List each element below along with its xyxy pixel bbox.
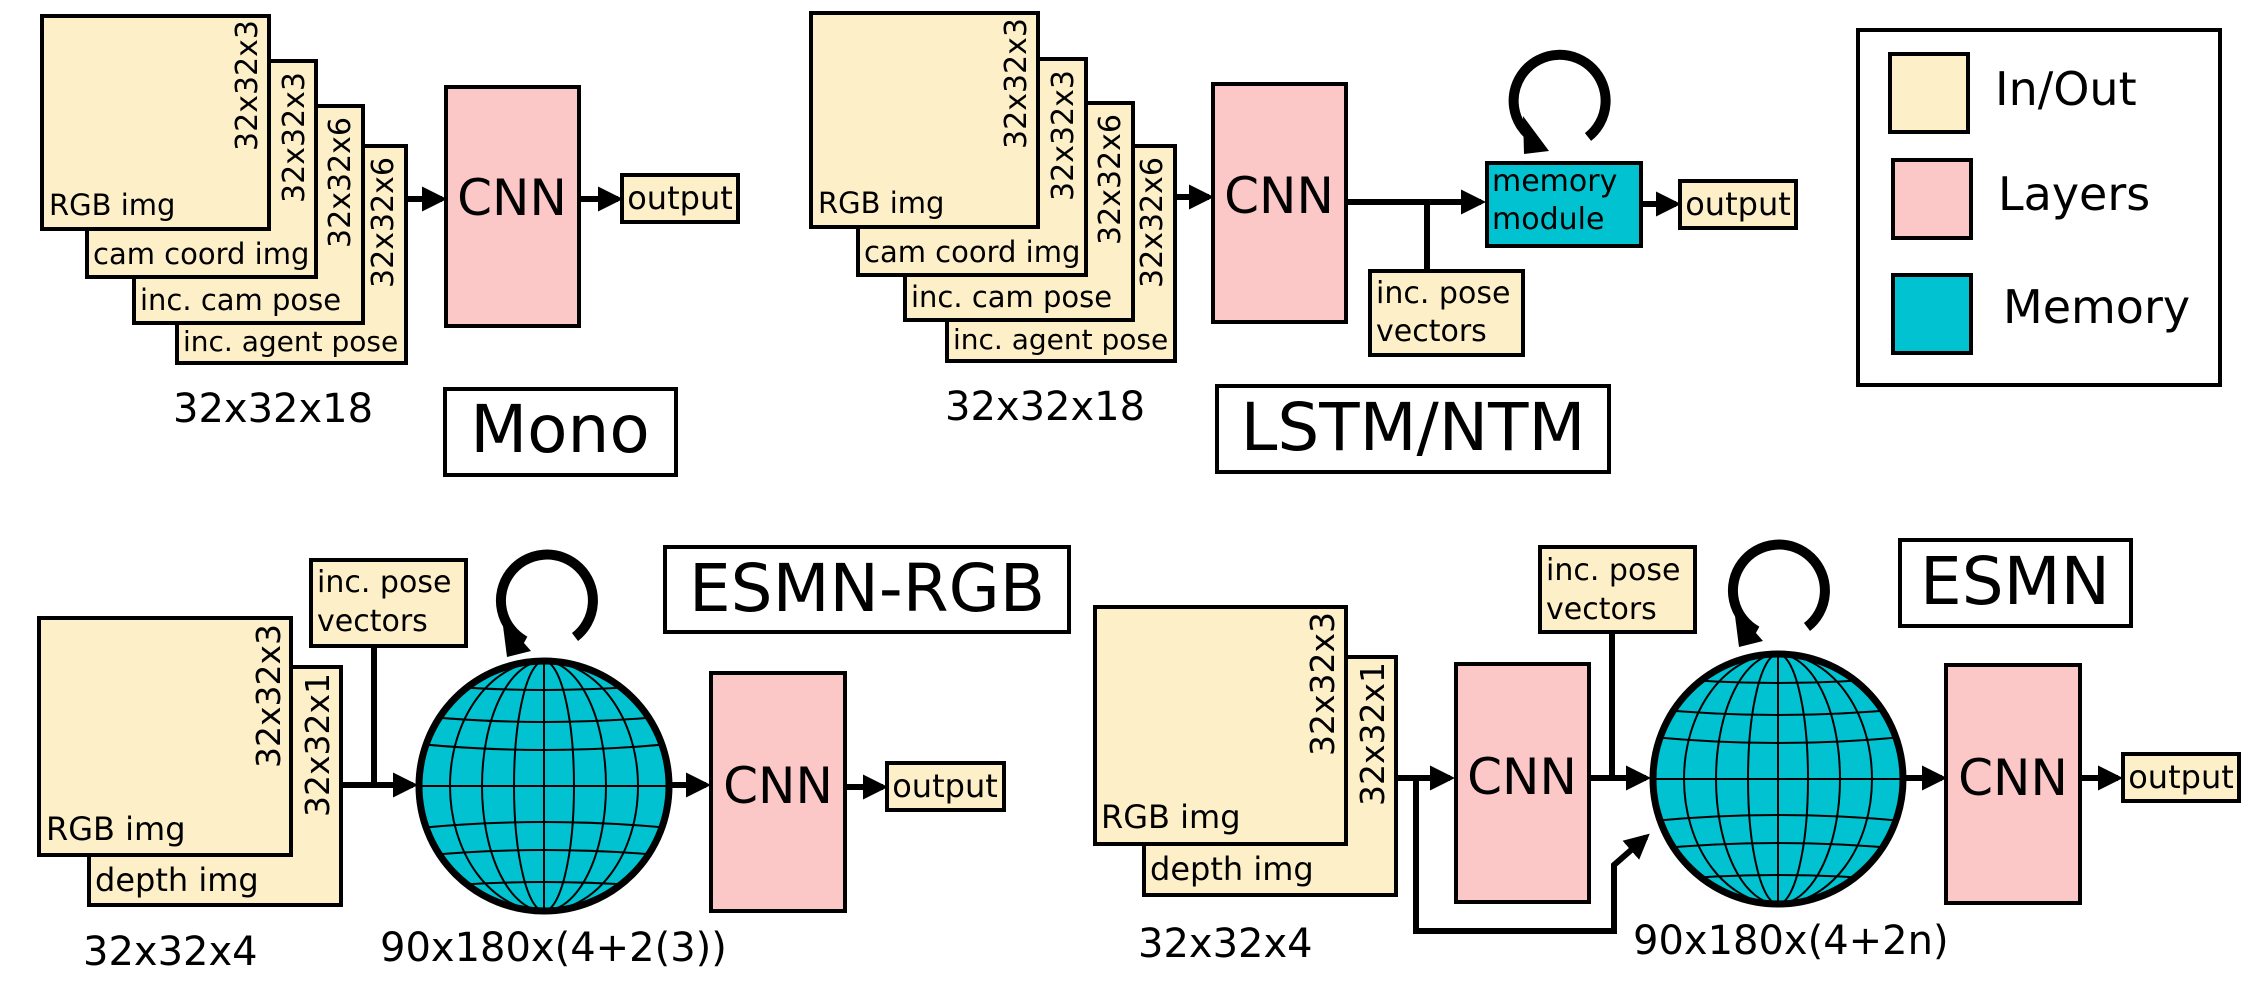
esmn-rgb-cnn-layer <box>709 671 847 913</box>
memory-module-line2: module <box>1492 202 1604 237</box>
esmn-rgb-output-label: output <box>892 767 998 805</box>
lstm-output-label: output <box>1685 185 1791 223</box>
esmn-rgb-architecture: depth img 32x32x1 RGB img 32x32x3 32x32x… <box>37 545 1071 975</box>
legend-memory-swatch <box>1891 273 1973 355</box>
esmn-pose-vectors-box <box>1538 545 1697 634</box>
rgb-label: RGB img <box>49 188 175 222</box>
agent-pose-dim: 32x32x6 <box>366 157 401 288</box>
esmn-rgb-title: ESMN-RGB <box>689 550 1045 627</box>
esmn-rgb-spherical-memory <box>415 657 673 915</box>
rgb-dim: 32x32x3 <box>230 20 265 151</box>
esmn-cnn1-layer <box>1454 662 1591 904</box>
lstm-recurrence-loop-icon <box>1508 49 1611 144</box>
esmn-pose-line2: vectors <box>1546 592 1657 627</box>
legend-memory-label: Memory <box>2003 280 2190 334</box>
cam-coord-dim: 32x32x3 <box>277 72 312 203</box>
legend-io-swatch <box>1888 52 1970 134</box>
cam-coord-label: cam coord img <box>93 237 309 271</box>
esmn-rgb-pose-vectors-box <box>309 558 468 648</box>
esmn-cnn2-layer <box>1944 663 2082 905</box>
esmn-rgb-cnn-label: CNN <box>723 757 833 815</box>
mono-cnn-label: CNN <box>457 169 567 227</box>
mono-title-frame <box>443 387 678 477</box>
legend-layers-swatch <box>1891 158 1973 240</box>
esmn-title-frame <box>1898 538 2133 628</box>
lstm-pose-vectors-box <box>1368 269 1525 357</box>
lstm-input-size: 32x32x18 <box>945 384 1145 430</box>
depth-label: depth img <box>95 861 259 899</box>
lstm-cnn-label: CNN <box>1224 167 1334 225</box>
esmn-input-size: 32x32x4 <box>1138 921 1313 967</box>
rgb-dim: 32x32x3 <box>1303 612 1342 756</box>
memory-module-line1: memory <box>1492 164 1617 199</box>
esmn-output-label: output <box>2128 758 2234 796</box>
rgb-label: RGB img <box>46 810 186 848</box>
depth-dim: 32x32x1 <box>1353 662 1392 806</box>
lstm-title-frame <box>1215 384 1611 474</box>
rgb-label: RGB img <box>818 186 944 220</box>
esmn-rgb-pose-line2: vectors <box>317 604 428 639</box>
lstm-cnn-layer <box>1211 82 1348 324</box>
lstm-pose-line2: vectors <box>1376 314 1487 349</box>
mono-input-size: 32x32x18 <box>173 386 373 432</box>
agent-pose-label: inc. agent pose <box>183 325 398 358</box>
lstm-ntm-architecture: inc. agent pose 32x32x6 inc. cam pose 32… <box>809 11 1798 474</box>
esmn-recurrence-arrowhead <box>1734 608 1763 647</box>
mono-architecture: inc. agent pose 32x32x6 inc. cam pose 32… <box>40 14 740 477</box>
lstm-memory-module <box>1485 161 1643 248</box>
legend-io-label: In/Out <box>1995 62 2137 116</box>
esmn-rgb-input-size: 32x32x4 <box>83 929 258 975</box>
rgb-dim: 32x32x3 <box>999 18 1034 149</box>
esmn-recurrence-loop-icon <box>1727 539 1830 636</box>
cam-pose-dim: 32x32x6 <box>1093 114 1128 245</box>
cam-pose-label: inc. cam pose <box>140 283 341 317</box>
depth-dim: 32x32x1 <box>298 673 337 817</box>
lstm-input-stack: inc. agent pose 32x32x6 inc. cam pose 32… <box>809 11 1177 363</box>
esmn-pose-line1: inc. pose <box>1546 553 1680 588</box>
esmn-rgb-output-box <box>885 761 1006 812</box>
esmn-output-box <box>2121 752 2241 803</box>
esmn-architecture: depth img 32x32x1 RGB img 32x32x3 32x32x… <box>1093 538 2241 967</box>
esmn-rgb-title-frame <box>663 545 1071 634</box>
legend-layers-label: Layers <box>1998 167 2150 221</box>
esmn-spherical-memory <box>1649 650 1907 908</box>
esmn-cnn2-label: CNN <box>1958 749 2068 807</box>
mono-title: Mono <box>470 391 650 468</box>
cam-coord-label: cam coord img <box>864 235 1080 269</box>
esmn-cnn1-label: CNN <box>1467 748 1577 806</box>
agent-pose-label: inc. agent pose <box>953 323 1168 356</box>
esmn-memory-size: 90x180x(4+2n) <box>1633 918 1949 964</box>
mono-output-box <box>620 173 740 224</box>
mono-output-label: output <box>627 179 733 217</box>
cam-pose-dim: 32x32x6 <box>323 117 358 248</box>
lstm-pose-line1: inc. pose <box>1376 276 1510 311</box>
agent-pose-dim: 32x32x6 <box>1135 157 1170 288</box>
rgb-layer <box>809 11 1040 229</box>
rgb-label: RGB img <box>1101 798 1241 836</box>
esmn-title: ESMN <box>1920 543 2110 620</box>
lstm-recurrence-arrowhead <box>1523 116 1549 154</box>
cam-coord-dim: 32x32x3 <box>1046 70 1081 201</box>
cam-pose-label: inc. cam pose <box>911 280 1112 314</box>
mono-cnn-layer <box>444 85 581 328</box>
depth-label: depth img <box>1150 850 1314 888</box>
esmn-skip-connection <box>1413 778 1650 934</box>
lstm-output-box <box>1678 179 1798 230</box>
lstm-title: LSTM/NTM <box>1241 389 1586 466</box>
mono-input-stack: inc. agent pose 32x32x6 inc. cam pose 32… <box>40 14 408 365</box>
esmn-rgb-recurrence-arrowhead <box>502 618 531 657</box>
esmn-rgb-recurrence-loop-icon <box>495 549 598 646</box>
rgb-layer <box>1093 605 1348 846</box>
rgb-layer <box>40 14 271 231</box>
esmn-rgb-pose-line1: inc. pose <box>317 565 451 600</box>
rgb-dim: 32x32x3 <box>249 624 288 768</box>
legend: In/Out Layers Memory <box>1856 28 2222 387</box>
rgb-layer <box>37 616 293 857</box>
esmn-rgb-memory-size: 90x180x(4+2(3)) <box>380 925 727 971</box>
